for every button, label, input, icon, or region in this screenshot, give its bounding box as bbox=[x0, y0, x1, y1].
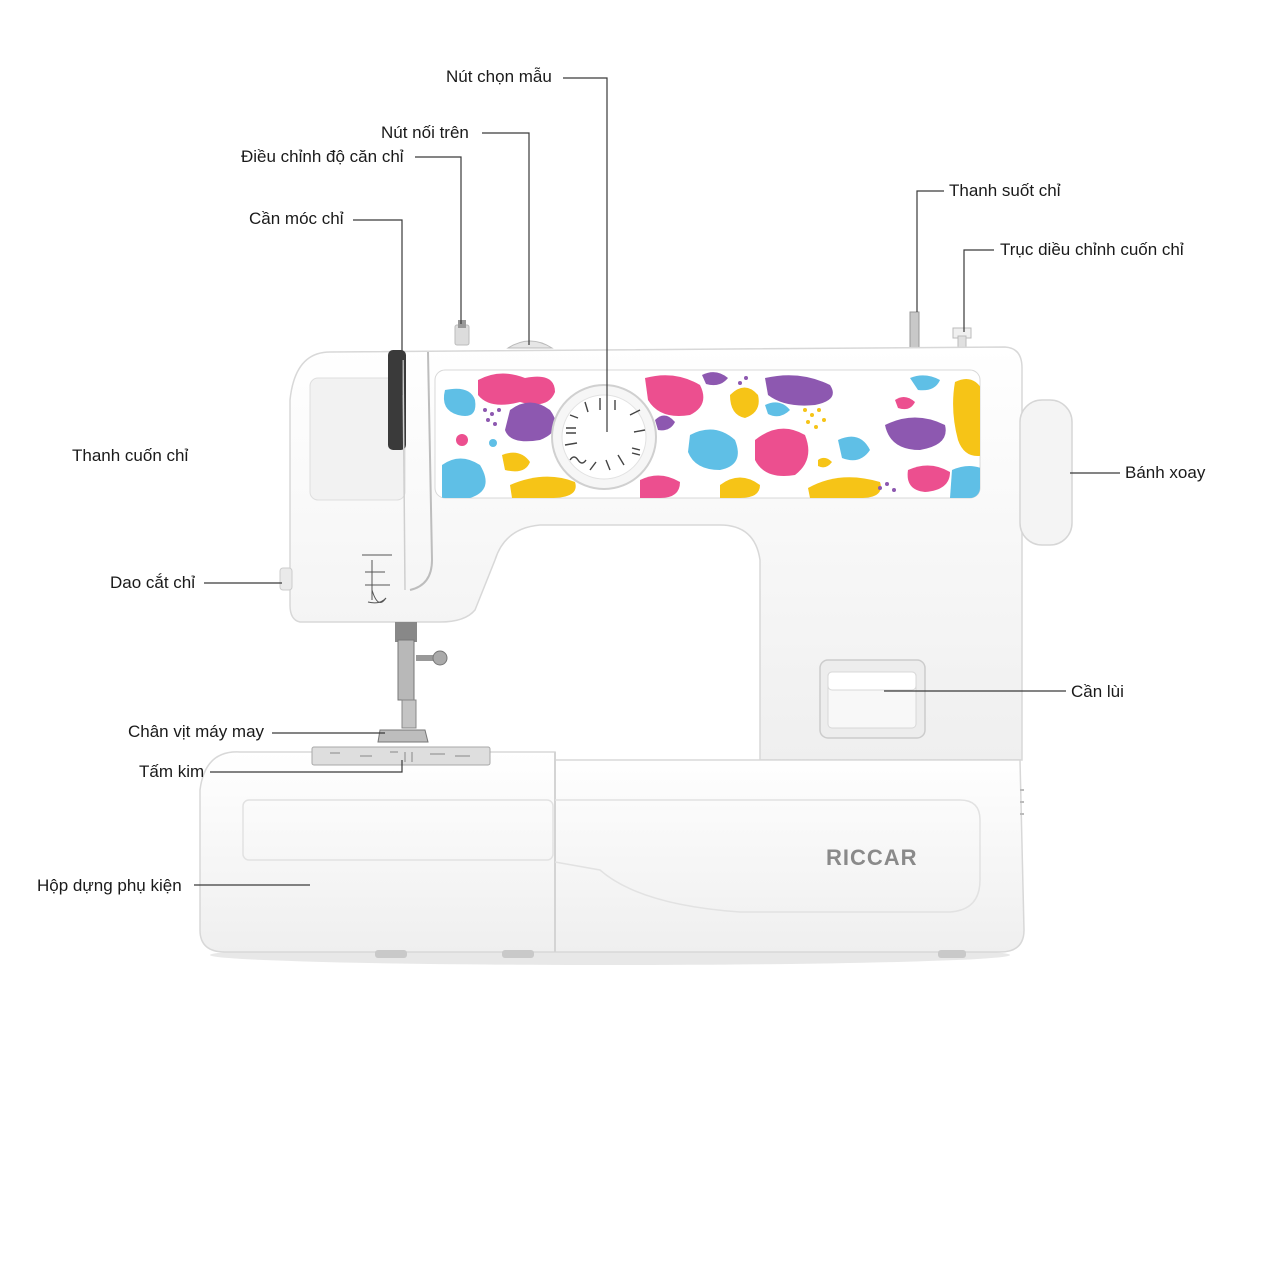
label-handwheel: Bánh xoay bbox=[1125, 463, 1206, 482]
label-needle-plate: Tấm kim bbox=[139, 762, 205, 781]
leader-presser-lift bbox=[482, 132, 530, 345]
brand-logo: RICCAR bbox=[826, 845, 918, 870]
needle-plate bbox=[311, 746, 491, 766]
leader-take-up-lever bbox=[353, 219, 403, 395]
label-reverse-lever: Cần lùi bbox=[1071, 682, 1124, 701]
label-thread-guide: Thanh cuốn chỉ bbox=[72, 446, 189, 465]
label-bobbin-winder: Trục diều chỉnh cuốn chỉ bbox=[1000, 240, 1184, 259]
leader-pattern-knob bbox=[563, 77, 608, 432]
label-presser-lift: Nút nối trên bbox=[381, 123, 469, 142]
leader-thread-rod bbox=[916, 190, 944, 312]
label-thread-rod: Thanh suốt chỉ bbox=[949, 181, 1061, 200]
pattern-dial bbox=[551, 384, 657, 490]
reverse-lever bbox=[819, 659, 926, 739]
presser-foot bbox=[377, 622, 448, 743]
label-pattern-knob: Nút chọn mẫu bbox=[446, 67, 552, 86]
leader-bobbin-winder bbox=[963, 249, 994, 332]
label-tension: Điều chỉnh độ căn chỉ bbox=[241, 147, 404, 166]
leader-tension bbox=[415, 156, 462, 324]
label-accessory-box: Hộp dựng phụ kiện bbox=[37, 876, 182, 895]
label-cutter: Dao cắt chỉ bbox=[110, 573, 196, 592]
leader-needle-plate bbox=[210, 760, 403, 773]
label-presser-foot: Chân vịt máy may bbox=[128, 722, 265, 741]
label-take-up-lever: Cần móc chỉ bbox=[249, 209, 344, 228]
